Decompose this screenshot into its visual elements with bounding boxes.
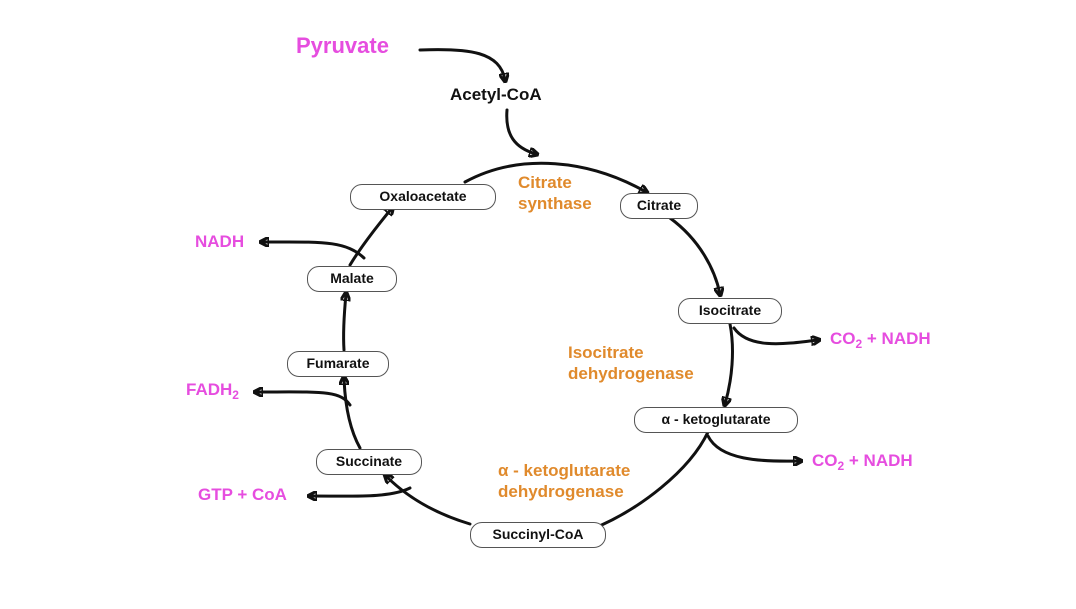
node-succinyl-coa: Succinyl-CoA xyxy=(470,522,606,548)
arrow-isocitrate-to-ketoglutarate xyxy=(725,322,734,404)
product-co2-nadh-2-base: CO xyxy=(812,451,838,470)
product-gtp-coa: GTP + CoA xyxy=(198,485,287,504)
arrow-acetyl-coa-to-cycle xyxy=(505,108,536,154)
arrow-to-co2-nadh-1 xyxy=(732,326,818,344)
enzyme-isocitrate-dh-line2: dehydrogenase xyxy=(568,364,694,383)
product-co2-nadh-2: CO2 + NADH xyxy=(812,451,913,473)
arrow-fumarate-to-malate xyxy=(344,294,346,352)
enzyme-ketoglutarate-dh-line2: dehydrogenase xyxy=(498,482,624,501)
arrow-pyruvate-to-acetyl-coa xyxy=(418,48,505,80)
product-co2-nadh-1-base: CO xyxy=(830,329,856,348)
node-ketoglutarate: α - ketoglutarate xyxy=(634,407,798,433)
product-fadh2: FADH2 xyxy=(186,380,239,402)
arrow-oxaloacetate-to-citrate xyxy=(463,161,646,192)
arrow-to-co2-nadh-2 xyxy=(706,434,800,461)
product-co2-nadh-1-subscript: 2 xyxy=(855,337,863,351)
product-fadh2-base: FADH xyxy=(186,380,233,399)
arrow-malate-to-nadh xyxy=(262,242,366,260)
enzyme-citrate-synthase-line2: synthase xyxy=(518,194,592,213)
product-co2-nadh-2-rest: + NADH xyxy=(844,451,913,470)
arrow-ketoglutarate-to-succinyl-coa xyxy=(590,430,710,530)
arrow-malate-to-oxaloacetate xyxy=(348,208,392,267)
arrow-citrate-to-isocitrate xyxy=(668,216,720,294)
arrow-succinyl-coa-to-succinate xyxy=(386,476,472,526)
pyruvate-label: Pyruvate xyxy=(296,33,389,58)
enzyme-isocitrate-dh-line1: Isocitrate xyxy=(568,343,644,362)
product-co2-nadh-1-rest: + NADH xyxy=(862,329,931,348)
enzyme-ketoglutarate-dehydrogenase: α - ketoglutarate dehydrogenase xyxy=(498,460,630,502)
node-citrate: Citrate xyxy=(620,193,698,219)
node-fumarate: Fumarate xyxy=(287,351,389,377)
enzyme-ketoglutarate-dh-line1: α - ketoglutarate xyxy=(498,461,631,480)
node-oxaloacetate: Oxaloacetate xyxy=(350,184,496,210)
enzyme-citrate-synthase-line1: Citrate xyxy=(518,173,572,192)
arrow-succinate-to-fumarate xyxy=(344,378,362,450)
product-co2-nadh-1: CO2 + NADH xyxy=(830,329,931,351)
node-succinate: Succinate xyxy=(316,449,422,475)
acetyl-coa-label: Acetyl-CoA xyxy=(450,85,542,104)
arrow-succinyl-coa-to-gtp-coa xyxy=(310,486,412,496)
node-isocitrate: Isocitrate xyxy=(678,298,782,324)
arrow-succinate-to-fadh2 xyxy=(256,392,352,407)
product-nadh: NADH xyxy=(195,232,245,251)
product-fadh2-subscript: 2 xyxy=(232,388,239,402)
enzyme-isocitrate-dehydrogenase: Isocitrate dehydrogenase xyxy=(568,342,694,384)
product-co2-nadh-2-subscript: 2 xyxy=(837,459,845,473)
enzyme-citrate-synthase: Citrate synthase xyxy=(518,172,592,214)
node-malate: Malate xyxy=(307,266,397,292)
